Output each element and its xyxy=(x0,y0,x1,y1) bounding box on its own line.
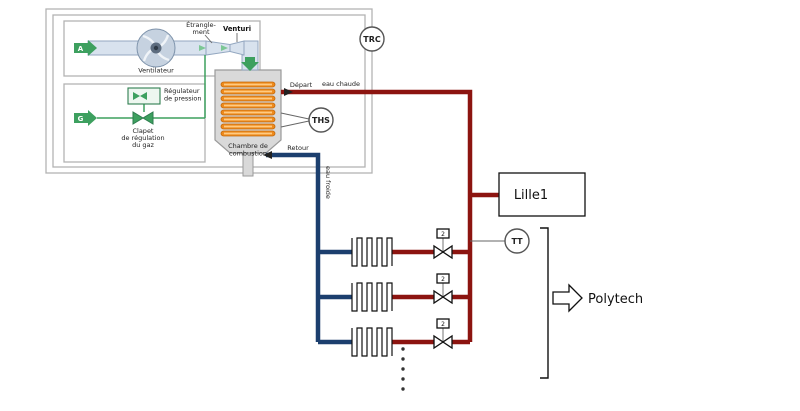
venturi-diffuser xyxy=(229,40,245,56)
ths-instrument: THS xyxy=(280,107,334,133)
zone-bracket xyxy=(540,227,549,379)
chamber-label-line2: combustion xyxy=(229,150,267,158)
valve-tag: 2 xyxy=(441,231,445,238)
polytech-arrow-icon xyxy=(552,283,583,313)
air-inlet-label: A xyxy=(78,45,84,53)
trc-label: TRC xyxy=(363,35,381,44)
supply-main-pipe xyxy=(281,89,473,342)
radiator-valves: 2 2 2 xyxy=(433,228,453,350)
continuation-dots xyxy=(401,347,405,391)
hot-water-label: eau chaude xyxy=(322,80,360,88)
fan-enclosure xyxy=(63,20,261,77)
gas-valve-label-line2: de régulation xyxy=(121,134,164,142)
valve-tag: 2 xyxy=(441,276,445,283)
ths-link-line xyxy=(280,112,310,120)
gas-inlet-arrow-icon xyxy=(74,110,97,126)
tt-instrument: TT xyxy=(470,228,530,254)
throttle-label-line1: Étrangle- xyxy=(186,20,216,29)
pressure-regulator-icon xyxy=(127,87,161,105)
throttle-label-line2: ment xyxy=(193,28,210,36)
down-flow-arrow-icon xyxy=(241,57,259,71)
gas-circuit: G Régulateur de pression Clapet de régul… xyxy=(74,55,206,149)
ths-circle xyxy=(308,107,334,133)
gas-train-enclosure xyxy=(63,83,206,163)
radiator-valve-icon: 2 xyxy=(433,318,453,350)
radiator-valve-icon: 2 xyxy=(433,273,453,305)
supply-flow-arrow-icon xyxy=(284,88,293,96)
radiator-valve-icon: 2 xyxy=(433,228,453,260)
flow-arrow-icon xyxy=(199,45,206,51)
regulator-label-line2: de pression xyxy=(164,95,202,103)
trc-instrument: TRC xyxy=(359,26,385,52)
throttle-pointer-line xyxy=(204,34,213,44)
regulator-label-line1: Régulateur xyxy=(164,87,200,95)
trc-circle xyxy=(359,26,385,52)
radiator-icon xyxy=(351,327,393,357)
chamber-flue xyxy=(242,152,254,177)
air-circuit: A Ventilateur Étrangle- ment Venturi xyxy=(74,20,259,75)
return-main-pipe xyxy=(266,152,321,342)
school-label: Polytech xyxy=(588,292,643,307)
tt-label: TT xyxy=(511,237,523,246)
return-flow-arrow-icon xyxy=(263,151,272,159)
tt-circle xyxy=(504,228,530,254)
combustion-chamber: Chambre de combustion xyxy=(214,69,282,177)
ths-link-line xyxy=(280,120,310,128)
cold-water-label: eau froide xyxy=(324,166,332,199)
building-label: Lille1 xyxy=(514,188,548,203)
fan-label: Ventilateur xyxy=(138,67,174,75)
hot-water-piping: Départ eau chaude xyxy=(281,80,499,345)
return-label: Retour xyxy=(287,144,309,152)
radiator-icon xyxy=(351,237,393,267)
cold-water-piping: Retour eau froide xyxy=(263,144,352,345)
heating-coil-icon xyxy=(220,81,276,137)
gas-valve-icon xyxy=(132,111,154,125)
supply-label: Départ xyxy=(290,81,313,89)
building-block: Lille1 xyxy=(498,172,586,217)
valve-tag: 2 xyxy=(441,321,445,328)
radiators xyxy=(351,237,393,357)
gas-valve-label-line3: du gaz xyxy=(132,141,154,149)
gas-valve-label-line1: Clapet xyxy=(132,127,153,135)
flow-arrow-icon xyxy=(221,45,228,51)
building-box xyxy=(498,172,586,217)
radiator-icon xyxy=(351,282,393,312)
chamber-label-line1: Chambre de xyxy=(228,142,268,150)
fan-icon xyxy=(136,28,176,68)
ths-label: THS xyxy=(312,116,330,125)
air-inlet-arrow-icon xyxy=(74,40,97,56)
venturi-label: Venturi xyxy=(223,25,251,33)
gas-inlet-label: G xyxy=(78,115,84,123)
zone-annotation: Polytech xyxy=(540,227,643,379)
gas-line xyxy=(97,55,206,119)
